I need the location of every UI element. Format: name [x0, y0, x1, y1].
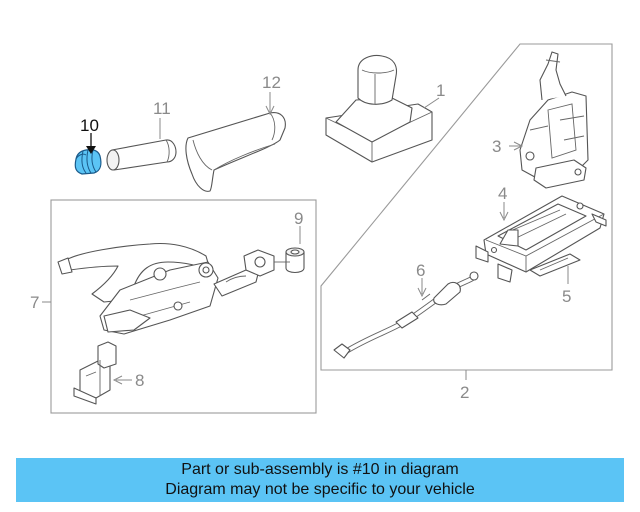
callout-6: 6: [416, 261, 425, 280]
callout-8: 8: [135, 371, 144, 390]
part-10-highlighted[interactable]: [74, 149, 102, 175]
part-8-switch-bracket: [73, 341, 117, 405]
parking-brake-lever-assembly: [57, 242, 290, 335]
callout-9: 9: [294, 209, 303, 228]
leader-1: [423, 97, 440, 109]
part-6-shift-cable: [333, 271, 479, 359]
caption-bar: Part or sub-assembly is #10 in diagram D…: [16, 458, 624, 502]
part-4-base-bracket: [475, 195, 607, 283]
callout-4: 4: [498, 184, 507, 203]
caption-line-2: Diagram may not be specific to your vehi…: [165, 481, 475, 498]
callout-12: 12: [262, 73, 281, 92]
part-1-shift-knob-boot: [325, 54, 433, 163]
part-9-bushing: [285, 247, 305, 274]
frame-group-7: [50, 199, 317, 414]
parts-diagram: 10 11 12 1 2: [30, 43, 613, 414]
part-5-pad: [529, 253, 581, 277]
callout-3: 3: [492, 137, 501, 156]
callout-1: 1: [436, 81, 445, 100]
callout-7: 7: [30, 293, 39, 312]
callout-10: 10: [80, 116, 99, 135]
callout-11: 11: [153, 99, 171, 118]
callout-10-arrow: [86, 133, 96, 154]
callout-5: 5: [562, 287, 571, 306]
part-11-grip: [106, 139, 177, 171]
callout-2: 2: [460, 383, 469, 402]
caption-line-1: Part or sub-assembly is #10 in diagram: [181, 461, 459, 478]
part-3-shifter-assembly: [519, 51, 589, 189]
part-12-boot: [185, 112, 286, 192]
